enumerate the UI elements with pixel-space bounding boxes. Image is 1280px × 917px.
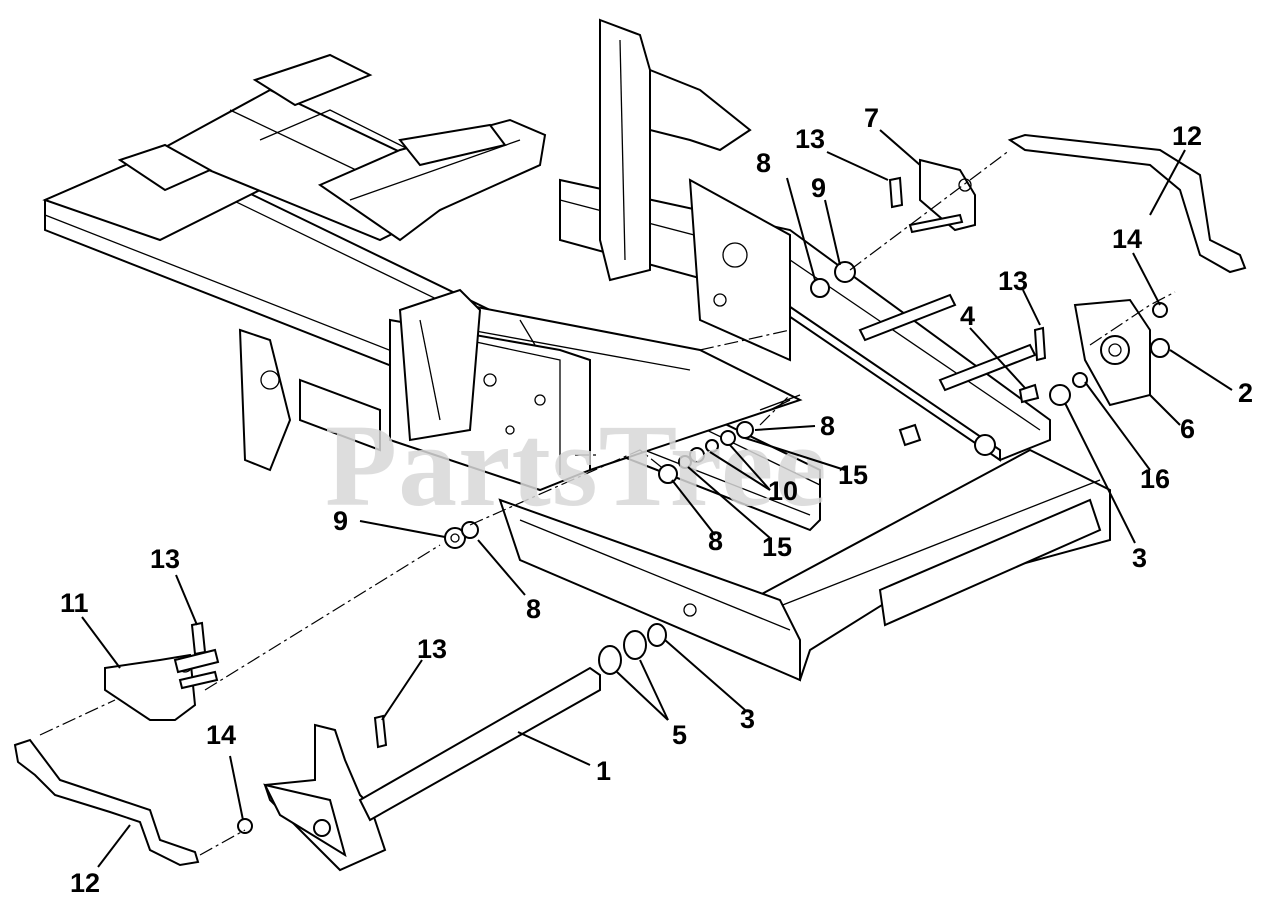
callout-12: 12 [1172, 121, 1202, 151]
callout-13: 13 [417, 634, 447, 664]
hitch-bracket [263, 723, 387, 872]
callout-13: 13 [795, 124, 825, 154]
callout-16: 16 [1140, 464, 1170, 494]
callout-15: 15 [838, 460, 868, 490]
callouts: 13 7 12 8 9 14 13 4 2 6 8 15 16 10 3 9 8… [60, 103, 1253, 898]
bracket-11 [104, 653, 197, 721]
callout-10: 10 [768, 476, 798, 506]
callout-8: 8 [708, 526, 723, 556]
callout-9: 9 [811, 173, 826, 203]
callout-12: 12 [70, 868, 100, 898]
callout-8: 8 [756, 148, 771, 178]
callout-5: 5 [672, 720, 687, 750]
callout-9: 9 [333, 506, 348, 536]
callout-11: 11 [60, 588, 89, 618]
bracket-7 [919, 158, 976, 232]
callout-14: 14 [1112, 224, 1142, 254]
callout-6: 6 [1180, 414, 1195, 444]
stabilizer-bar-left [13, 738, 200, 867]
leader-lines [81, 129, 1233, 868]
callout-1: 1 [596, 756, 611, 786]
frame-drawing [42, 18, 1111, 682]
center-lines [39, 149, 1176, 856]
callout-4: 4 [960, 301, 975, 331]
callout-7: 7 [864, 103, 879, 133]
callout-13: 13 [998, 266, 1028, 296]
watermark-text: PartsTree [325, 400, 828, 531]
callout-3: 3 [740, 704, 755, 734]
callout-8: 8 [820, 411, 835, 441]
callout-13: 13 [150, 544, 180, 574]
exploded-parts [13, 133, 1247, 872]
tube-1 [358, 666, 601, 822]
callout-15: 15 [762, 532, 792, 562]
callout-14: 14 [206, 720, 236, 750]
callout-3: 3 [1132, 543, 1147, 573]
callout-2: 2 [1238, 378, 1253, 408]
callout-8: 8 [526, 594, 541, 624]
stabilizer-bar-right [1007, 133, 1247, 274]
